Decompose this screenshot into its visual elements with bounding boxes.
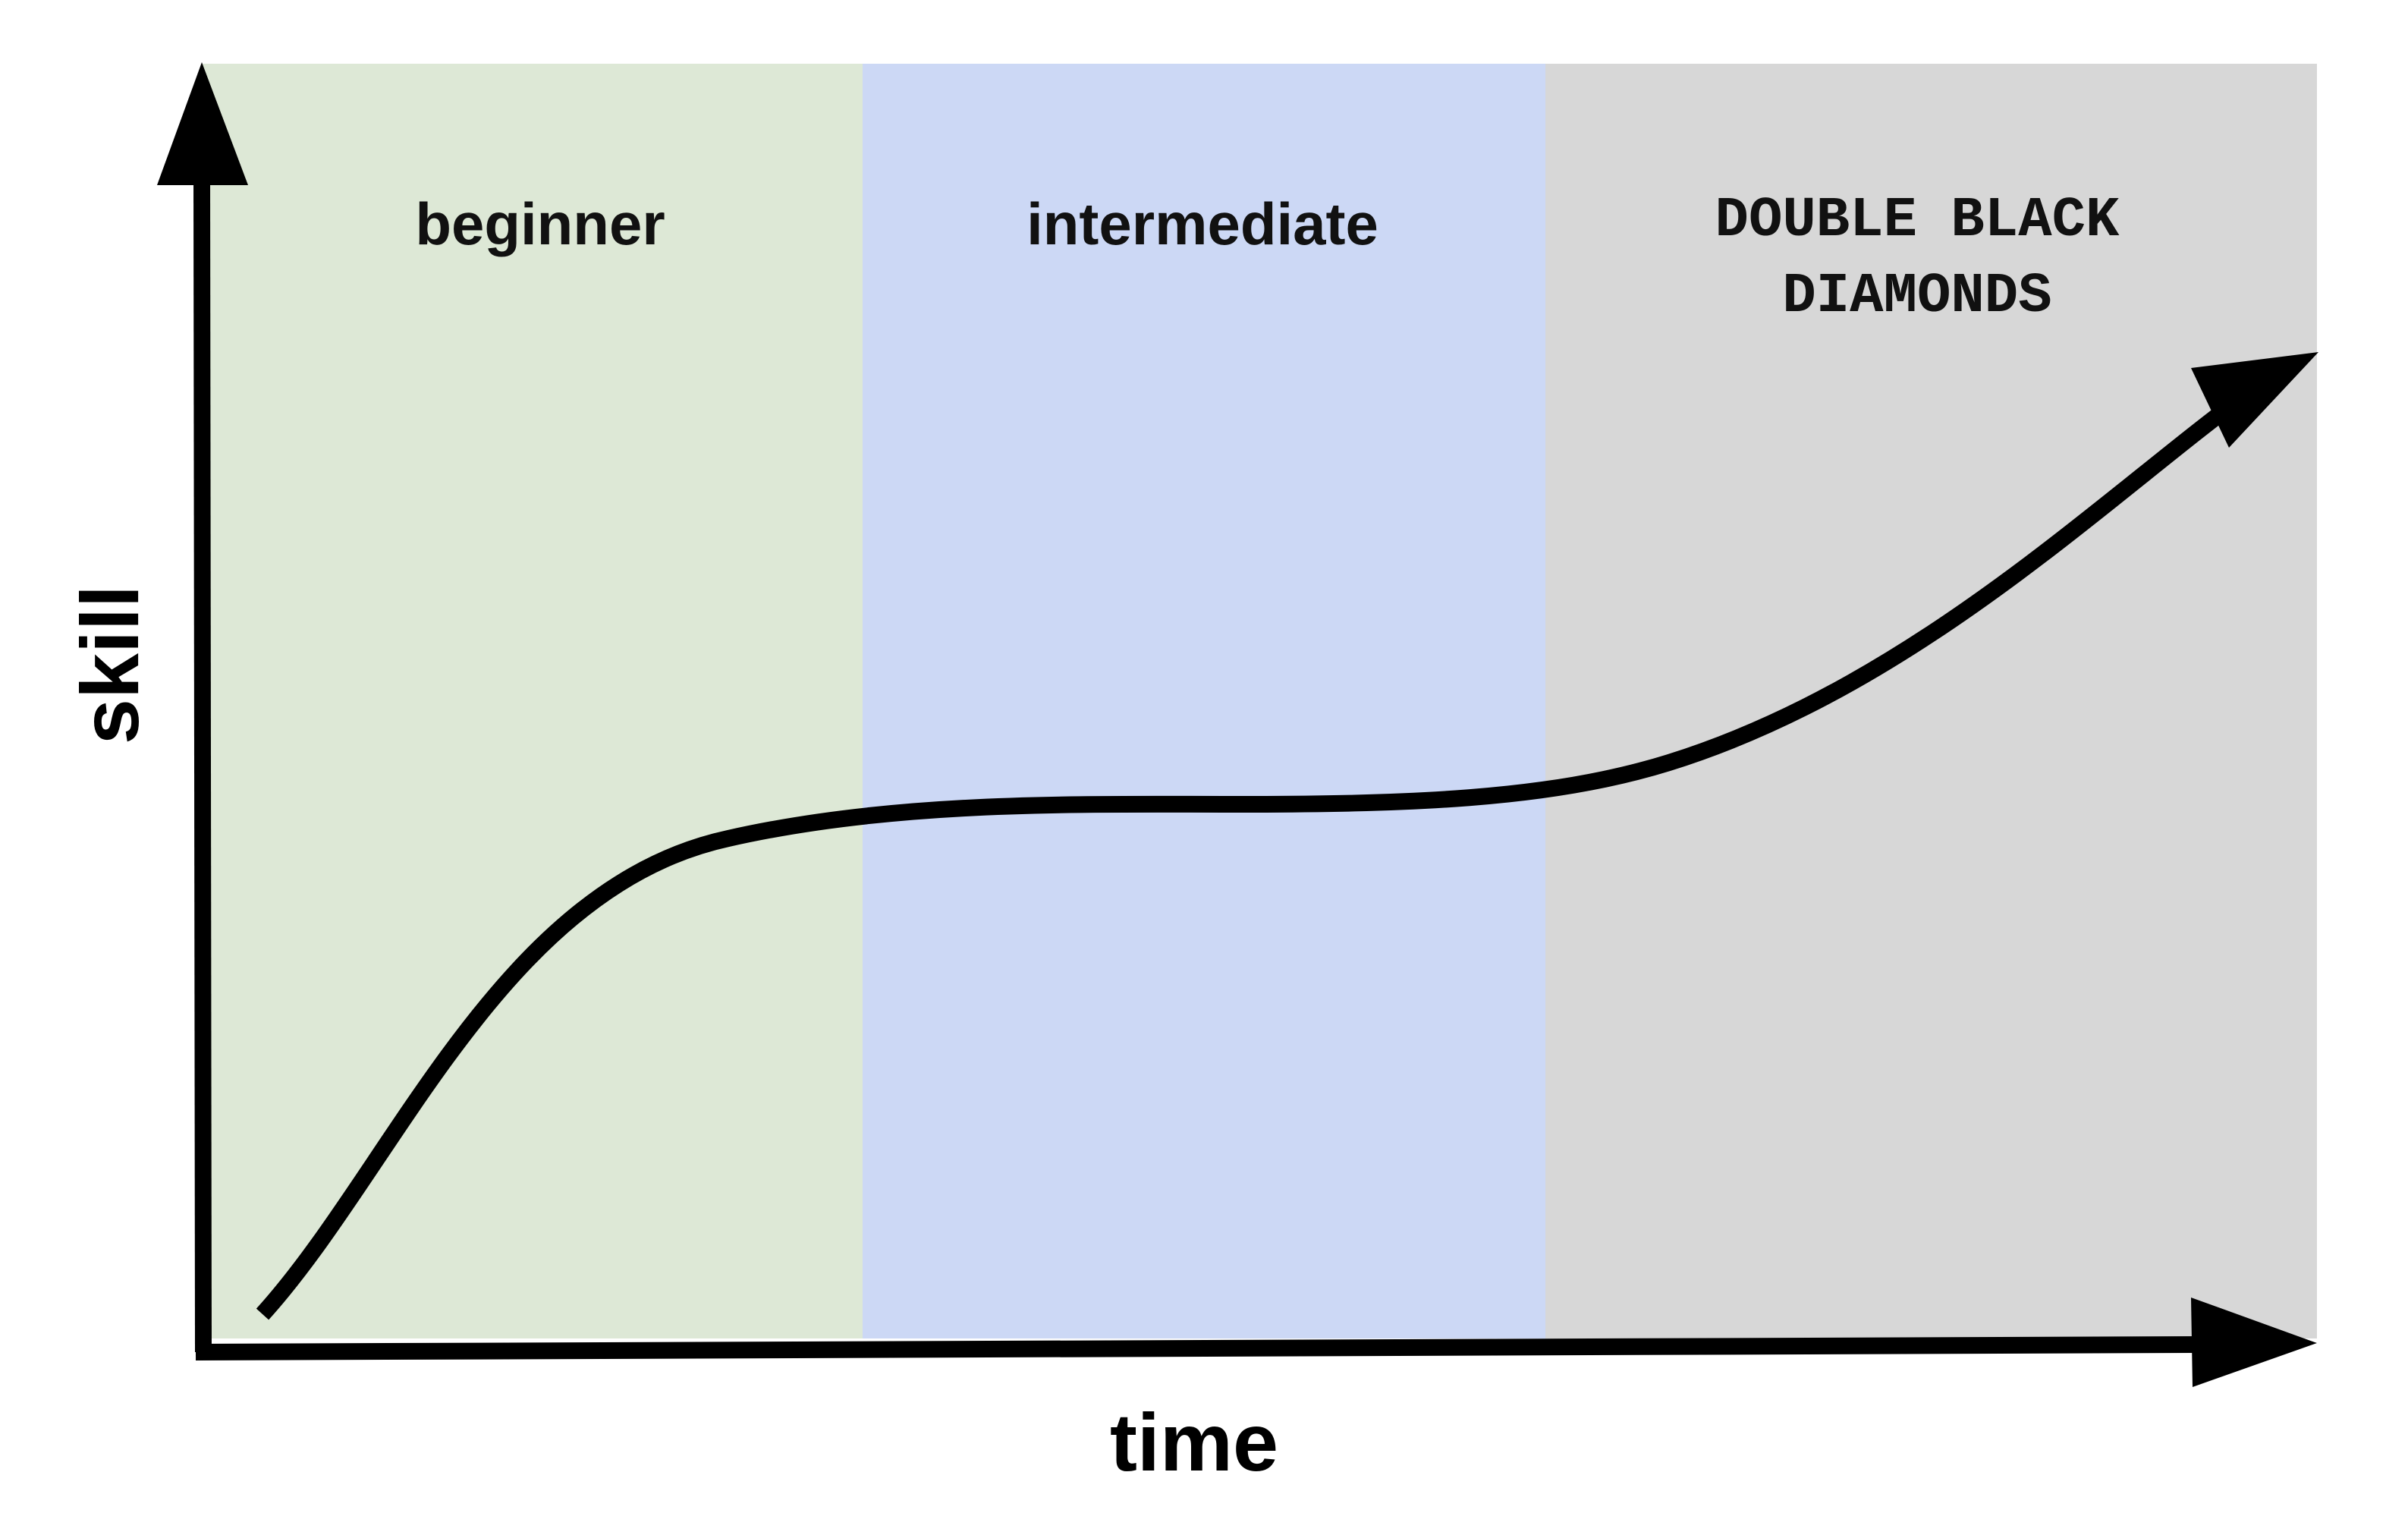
zone-label-double-black-line1: DOUBLE BLACK [1715, 189, 2120, 253]
zone-label-intermediate: intermediate [1026, 190, 1378, 257]
zone-double-black-diamonds-background [1545, 64, 2317, 1338]
x-axis-arrowhead [2191, 1298, 2317, 1387]
x-axis-label: time [1110, 1396, 1278, 1488]
zone-label-beginner: beginner [415, 190, 665, 257]
y-axis-label: skill [64, 585, 156, 744]
zone-label-double-black-line2: DIAMONDS [1782, 265, 2051, 329]
skill-curve-arrowhead [2191, 352, 2318, 448]
zone-intermediate-background [863, 64, 1545, 1338]
y-axis-arrowhead [157, 62, 248, 185]
skill-curve [256, 388, 2251, 1320]
y-axis-line [193, 174, 212, 1353]
x-axis-line [195, 1336, 2201, 1360]
zone-beginner-background [202, 64, 863, 1338]
